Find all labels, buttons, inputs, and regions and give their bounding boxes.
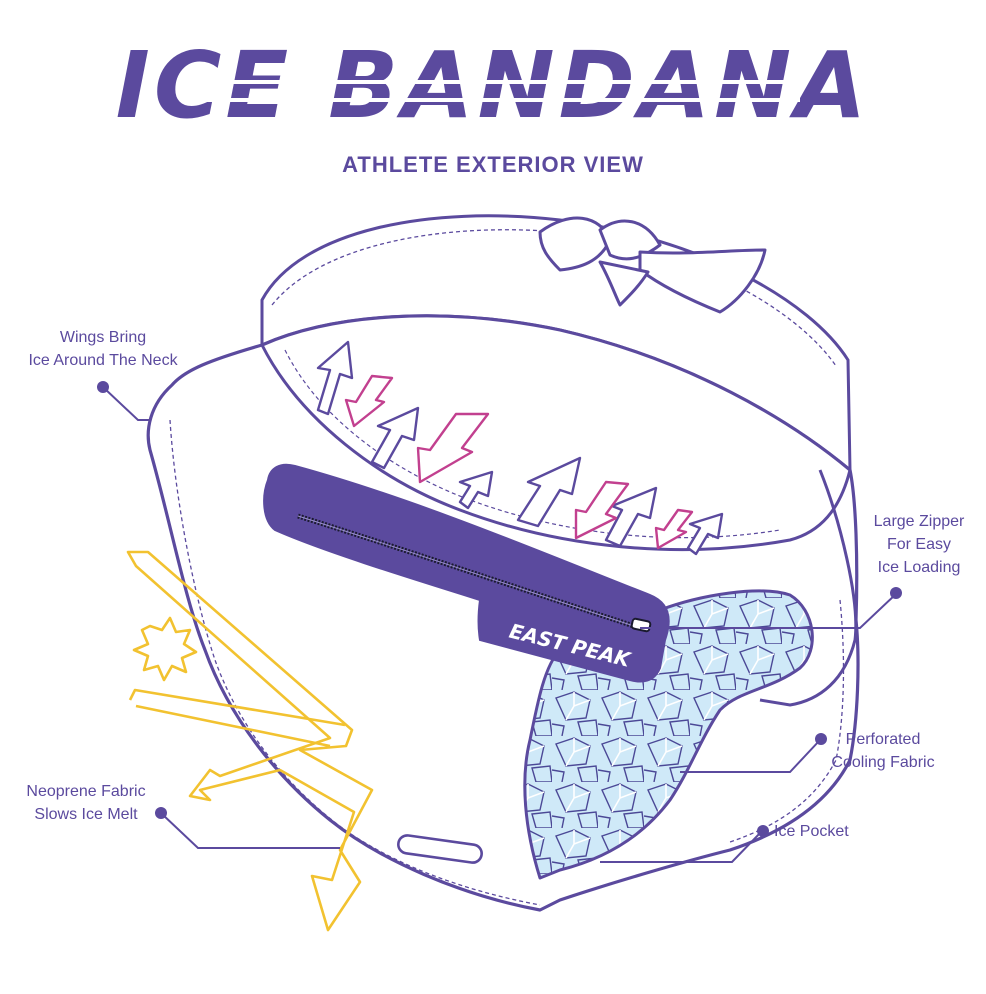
callout-dots <box>97 381 902 837</box>
callout-perforated: Perforated Cooling Fabric <box>831 731 935 771</box>
callout-ice-pocket: Ice Pocket <box>774 823 849 840</box>
knot <box>538 216 767 314</box>
callout-zipper: Large Zipper For Easy Ice Loading <box>873 513 965 576</box>
cool-air-arrows <box>316 340 724 556</box>
heat-ray-icon <box>126 550 374 932</box>
page-subtitle: ATHLETE EXTERIOR VIEW <box>342 152 644 177</box>
callout-lines <box>103 387 897 863</box>
hang-slot <box>397 834 483 864</box>
page-title: ICE BANDANA <box>115 32 871 139</box>
sun-icon <box>132 616 198 682</box>
title-speed-lines <box>190 80 800 102</box>
warm-air-arrows <box>344 374 694 550</box>
callout-wings: Wings Bring Ice Around The Neck <box>28 329 178 369</box>
callout-neoprene: Neoprene Fabric Slows Ice Melt <box>26 783 146 823</box>
